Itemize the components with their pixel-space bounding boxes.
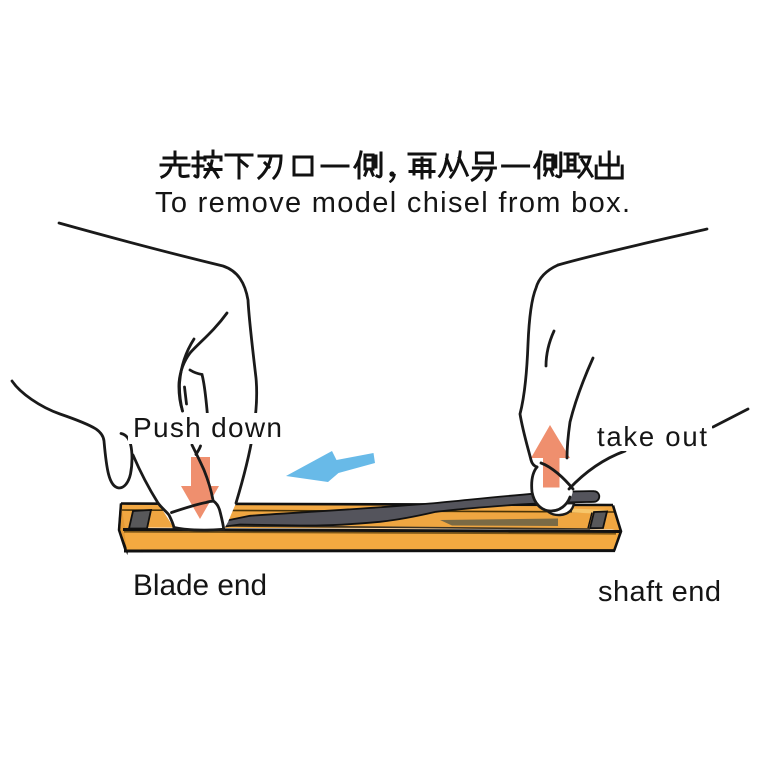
svg-text:Blade end: Blade end <box>133 569 267 602</box>
svg-text:take out: take out <box>597 421 707 452</box>
svg-text:To remove model chisel from bo: To remove model chisel from box. <box>155 187 630 219</box>
svg-text:Push down: Push down <box>133 412 282 443</box>
svg-text:shaft end: shaft end <box>598 576 721 608</box>
